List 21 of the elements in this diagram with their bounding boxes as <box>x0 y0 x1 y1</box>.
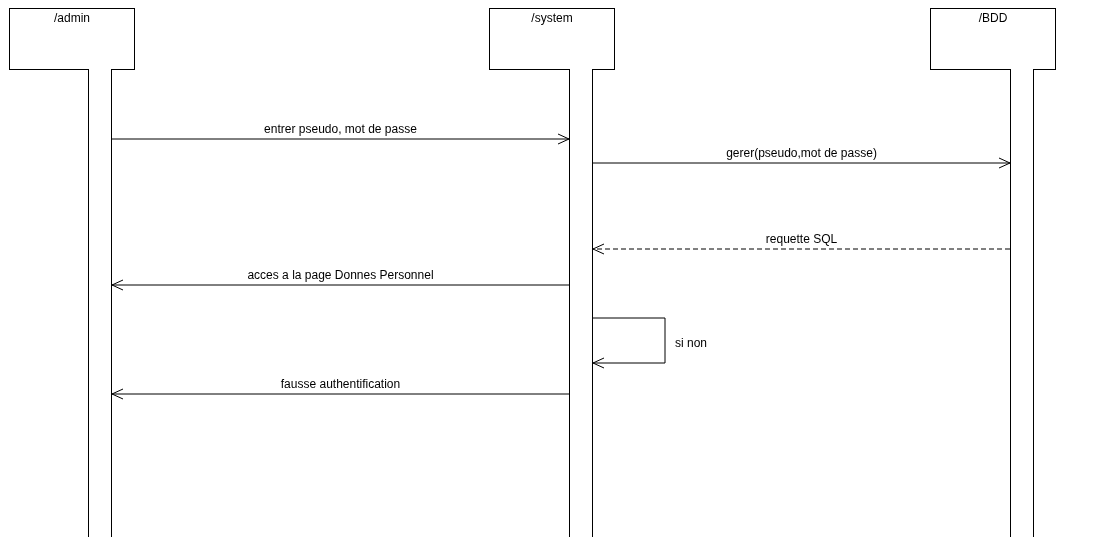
message-label: requette SQL <box>765 232 838 246</box>
message-arrow <box>111 279 570 291</box>
participant-name: /admin <box>53 11 91 25</box>
message-label: acces a la page Donnes Personnel <box>247 268 434 282</box>
message-arrow <box>111 133 570 145</box>
activation-bar <box>569 69 593 537</box>
return-message-arrow <box>592 243 1011 255</box>
participant-box <box>9 8 135 70</box>
activation-bar <box>88 69 112 537</box>
participant-box <box>930 8 1056 70</box>
message-label: entrer pseudo, mot de passe <box>264 122 417 136</box>
participant-name: /system <box>530 11 574 25</box>
message-label: fausse authentification <box>280 377 401 391</box>
message-label: gerer(pseudo,mot de passe) <box>726 146 877 160</box>
message-label: si non <box>675 335 708 350</box>
message-arrow <box>592 157 1011 169</box>
participant-box <box>489 8 615 70</box>
activation-bar <box>1010 69 1034 537</box>
participant-name: /BDD <box>977 11 1009 25</box>
message-arrow <box>111 388 570 400</box>
self-message-arrow <box>592 317 666 369</box>
